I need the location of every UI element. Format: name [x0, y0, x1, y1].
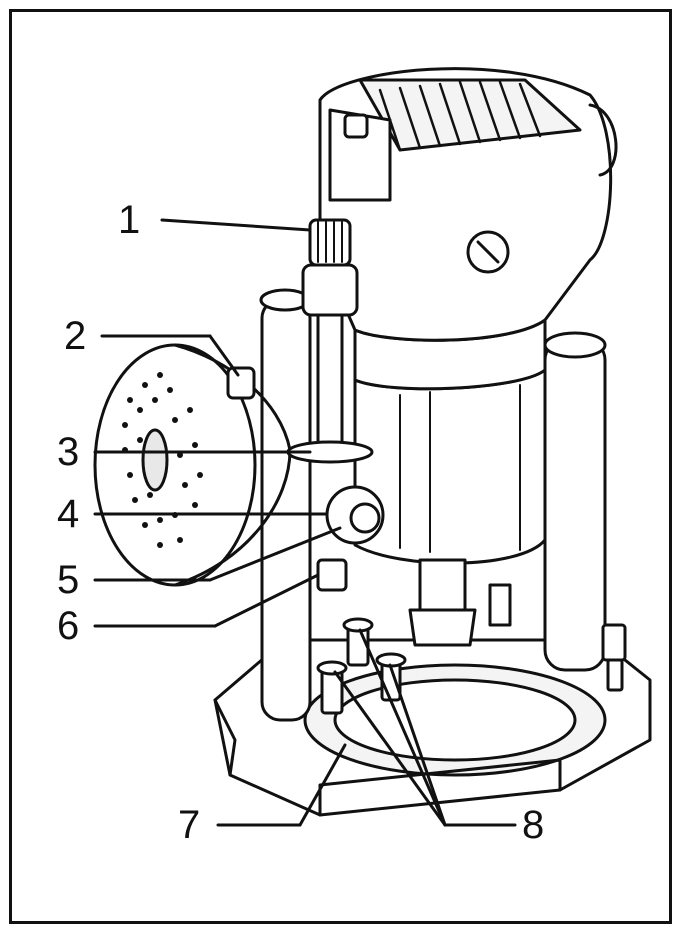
- motor-head: [318, 67, 618, 342]
- base-screws: [316, 617, 627, 715]
- motor-body: [353, 318, 547, 565]
- leader-line-6b: [213, 573, 320, 628]
- leader-line-7b: [298, 743, 347, 827]
- callout-3: 3: [57, 430, 80, 474]
- leader-line-5b: [208, 526, 342, 582]
- fine-adjust-knob: [325, 485, 385, 545]
- callout-6: 6: [57, 604, 80, 648]
- guide-columns: [259, 288, 607, 722]
- leader-line-1: [160, 218, 312, 232]
- collet-nut: [408, 558, 512, 647]
- leader-line-8d: [388, 663, 447, 827]
- callout-4: 4: [57, 492, 80, 536]
- callout-7: 7: [178, 803, 201, 847]
- leader-lines: [93, 218, 517, 827]
- leader-line-2b: [208, 334, 240, 377]
- callout-8: 8: [522, 803, 545, 847]
- depth-rod: [286, 218, 374, 592]
- leader-line-8c: [333, 670, 447, 827]
- callout-5: 5: [57, 558, 80, 602]
- callout-1: 1: [118, 198, 141, 242]
- leader-line-8b: [358, 628, 447, 827]
- callout-2: 2: [64, 314, 87, 358]
